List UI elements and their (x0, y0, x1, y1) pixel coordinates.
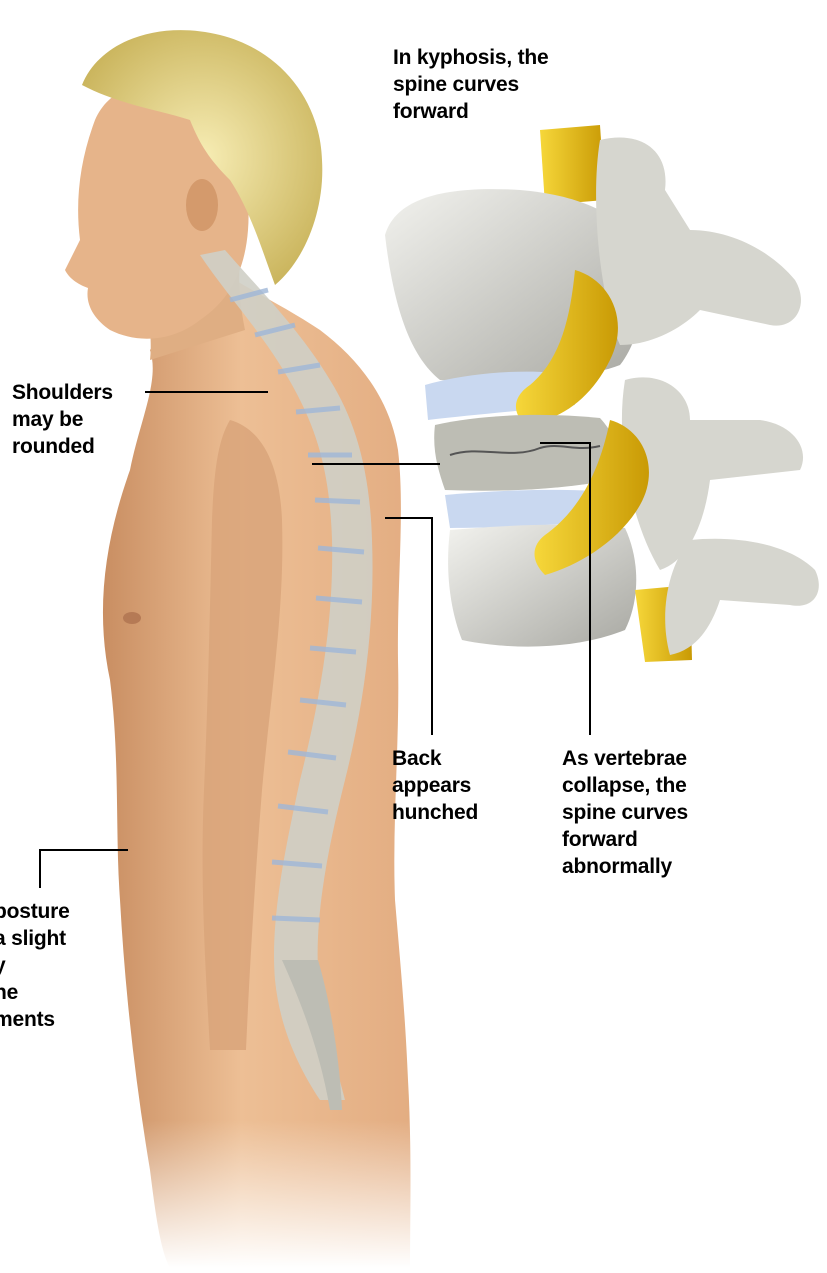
nerve-top (540, 125, 605, 205)
nipple (123, 612, 141, 624)
posture-label: posture a slight y he ments (0, 898, 70, 1033)
vertebra-bottom-process (665, 539, 819, 655)
human-figure (65, 30, 440, 1268)
back-label: Back appears hunched (392, 745, 478, 826)
kyphosis-title-label: In kyphosis, the spine curves forward (393, 44, 549, 125)
vertebra-upper-process (596, 137, 801, 345)
vertebrae-closeup (385, 125, 819, 662)
ear (186, 179, 218, 231)
shoulders-label: Shoulders may be rounded (12, 379, 113, 460)
collapse-label: As vertebrae collapse, the spine curves … (562, 745, 688, 880)
posture-leader (40, 850, 128, 888)
